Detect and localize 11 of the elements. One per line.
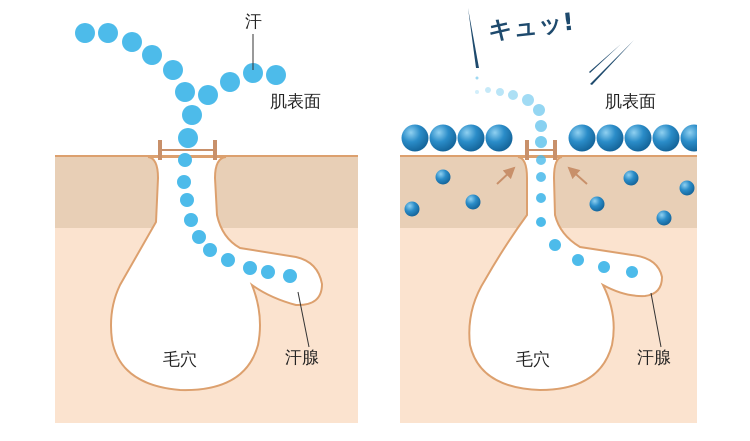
leader-line <box>252 34 254 70</box>
pore-label: 毛穴 <box>516 352 550 369</box>
callout-label: 汗腺 <box>637 350 671 367</box>
exclamation-text: キュッ! <box>486 10 575 42</box>
callout-label: 汗腺 <box>285 350 319 367</box>
callout-label: 汗 <box>245 14 262 31</box>
surface-label: 肌表面 <box>270 94 321 111</box>
surface-label: 肌表面 <box>605 94 656 111</box>
leader-line <box>650 292 662 348</box>
pore-label: 毛穴 <box>163 352 197 369</box>
leader-line <box>298 292 310 348</box>
